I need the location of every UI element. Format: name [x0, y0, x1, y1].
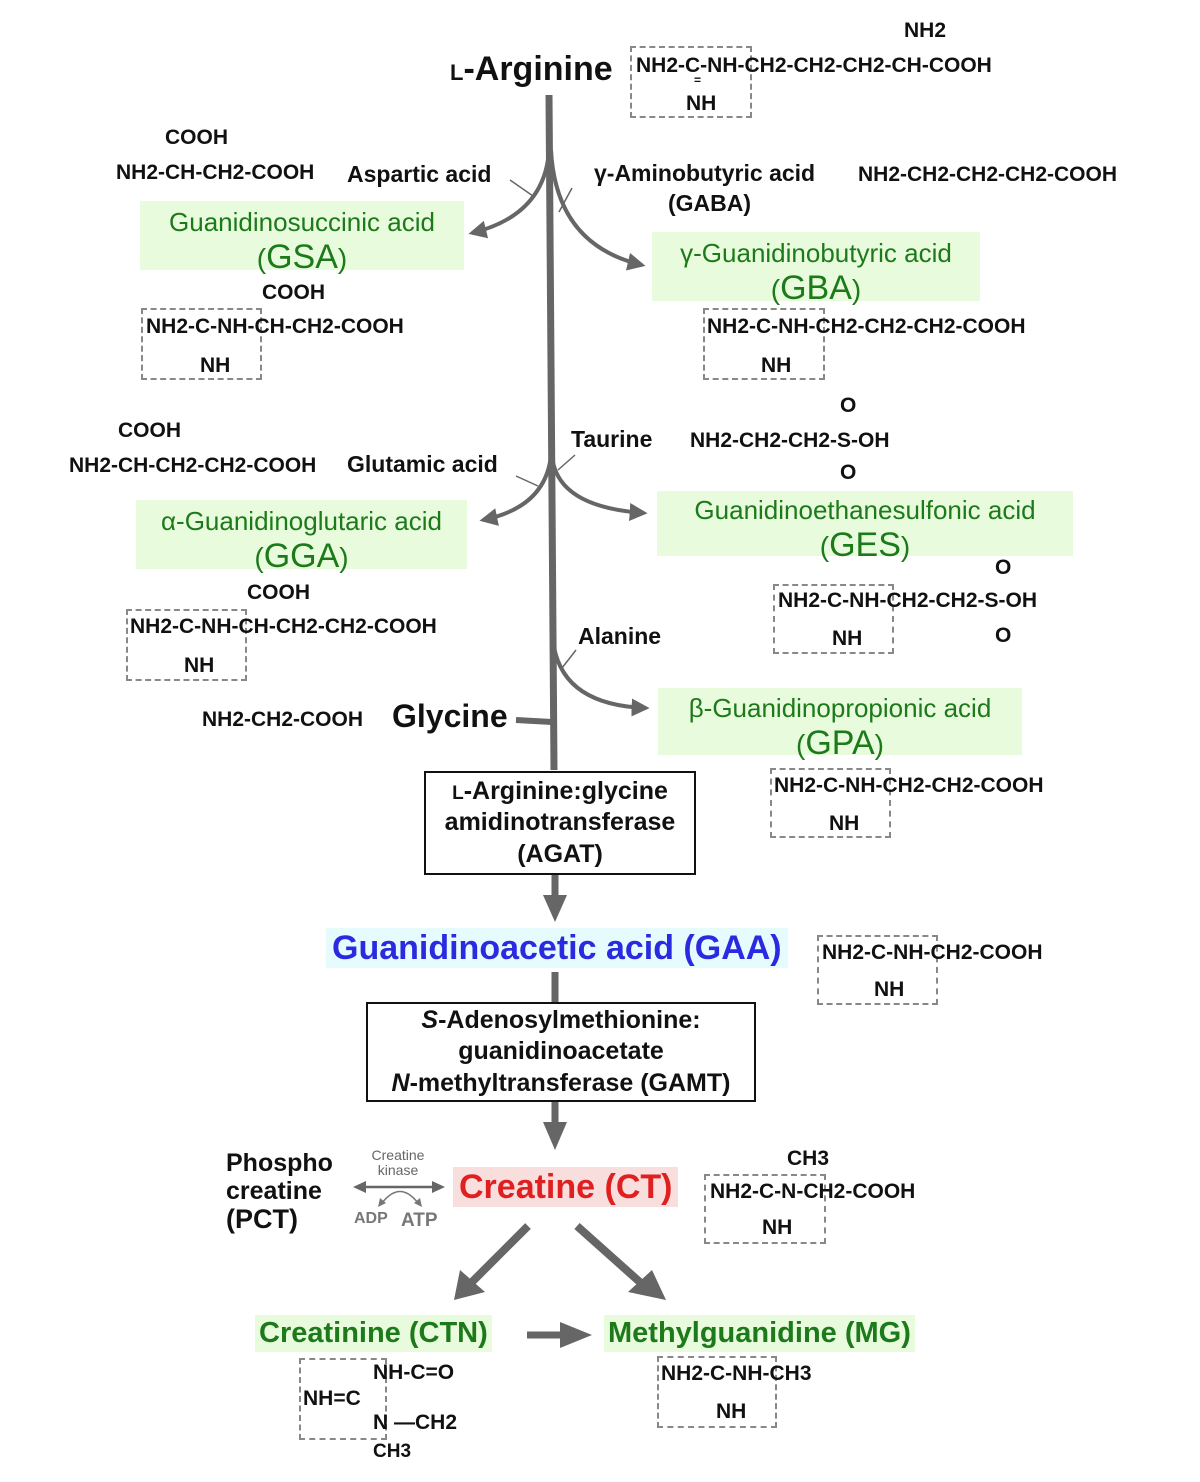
- gpa-guanidino-box: [770, 768, 891, 838]
- gga-guanidino-box: [126, 609, 247, 681]
- gga-imine: NH: [184, 654, 215, 677]
- creatine-label: Creatine (CT): [453, 1167, 679, 1207]
- gsa-structure-top: COOH: [262, 281, 325, 304]
- gaba-label: γ-Aminobutyric acid: [594, 160, 816, 186]
- agat-enzyme-box: L-Arginine:glycine amidinotransferase (A…: [424, 771, 696, 875]
- gaba-abbr: (GABA): [668, 190, 752, 216]
- creatinine-ring-box: [299, 1358, 387, 1440]
- ges-o-bottom: O: [995, 624, 1012, 647]
- alanine-label: Alanine: [578, 623, 662, 649]
- agat-line3: (AGAT): [517, 839, 603, 868]
- branch-gga: [479, 454, 553, 526]
- ges-structure: NH2-C-NH-CH2-CH2-S-OH: [778, 589, 1037, 612]
- gba-imine: NH: [761, 354, 792, 377]
- creatinine-nh-co: NH-C=O: [373, 1361, 455, 1384]
- glycine-label: Glycine: [392, 698, 508, 734]
- atp-label: ATP: [401, 1210, 438, 1231]
- creatinine-imine: NH=C: [303, 1387, 361, 1410]
- arrow-to-methylguanidine: [574, 1223, 645, 1287]
- gsa-guanidino-box: [141, 308, 262, 380]
- taurine-structure: NH2-CH2-CH2-S-OH: [690, 429, 890, 452]
- taurine-o-bottom: O: [840, 461, 857, 484]
- branch-ges: [550, 454, 648, 521]
- taurine-o-top: O: [840, 394, 857, 417]
- glycine-structure: NH2-CH2-COOH: [202, 708, 364, 731]
- agat-line1: L-Arginine:glycine: [452, 777, 668, 806]
- gamt-line1: S-Adenosylmethionine:: [421, 1006, 701, 1035]
- gpa-product: β-Guanidinopropionic acid (GPA): [658, 688, 1022, 762]
- methylguanidine-product: Methylguanidine (MG): [604, 1315, 915, 1352]
- creatine-structure: NH2-C-N-CH2-COOH: [710, 1180, 916, 1203]
- aspartic-structure-top: COOH: [165, 126, 228, 149]
- creatine-methyl: CH3: [787, 1147, 830, 1170]
- ges-guanidino-box: [773, 584, 894, 654]
- branch-gsa: [468, 149, 551, 239]
- phosphocreatine-label: Phospho creatine (PCT): [226, 1149, 333, 1234]
- arginine-imine: NH: [686, 92, 717, 115]
- gba-product: γ-Guanidinobutyric acid (GBA): [652, 232, 980, 307]
- aspartic-structure: NH2-CH-CH2-COOH: [116, 161, 315, 184]
- gaa-imine: NH: [874, 978, 905, 1001]
- glutamic-acid-label: Glutamic acid: [347, 451, 498, 477]
- gba-structure: NH2-C-NH-CH2-CH2-CH2-COOH: [707, 315, 1026, 338]
- taurine-label: Taurine: [571, 426, 653, 452]
- gamt-enzyme-box: S-Adenosylmethionine: guanidinoacetate N…: [366, 1002, 756, 1102]
- mg-imine: NH: [716, 1400, 747, 1423]
- arginine-structure: NH2-C-NH-CH2-CH2-CH2-CH-COOH: [636, 54, 992, 77]
- mg-guanidino-box: [657, 1356, 777, 1428]
- ges-o-top: O: [995, 556, 1012, 579]
- gsa-product: Guanidinosuccinic acid (GSA): [140, 201, 464, 276]
- arginine-guanidino-box: [630, 46, 752, 118]
- ges-product: Guanidinoethanesulfonic acid (GES): [657, 491, 1073, 564]
- gamt-line3: N-methyltransferase (GAMT): [391, 1068, 731, 1097]
- gaa-label: Guanidinoacetic acid (GAA): [326, 928, 788, 968]
- gsa-imine: NH: [200, 354, 231, 377]
- arrow-to-creatinine: [467, 1223, 531, 1287]
- agat-line2: amidinotransferase: [444, 808, 676, 837]
- gaba-structure: NH2-CH2-CH2-CH2-COOH: [858, 163, 1118, 186]
- creatinine-product: Creatinine (CTN): [255, 1315, 492, 1352]
- arginine-bond: =: [694, 73, 702, 87]
- gga-product: α-Guanidinoglutaric acid (GGA): [136, 500, 467, 575]
- arginine-amino: NH2: [904, 19, 947, 42]
- glycine-connector: [515, 717, 553, 725]
- gsa-structure: NH2-C-NH-CH-CH2-COOH: [146, 315, 404, 338]
- gpa-structure: NH2-C-NH-CH2-CH2-COOH: [774, 774, 1044, 797]
- creatine-kinase-label: Creatine kinase: [371, 1147, 425, 1179]
- branch-gpa: [551, 639, 650, 717]
- main-trunk: [545, 94, 558, 771]
- gaa-structure: NH2-C-NH-CH2-COOH: [822, 941, 1043, 964]
- gga-structure: NH2-C-NH-CH-CH2-CH2-COOH: [130, 615, 437, 638]
- gpa-imine: NH: [829, 812, 860, 835]
- arginine-label: L-Arginine: [450, 50, 613, 88]
- creatine-imine: NH: [762, 1216, 793, 1239]
- gba-guanidino-box: [703, 308, 825, 380]
- glutamic-structure: NH2-CH-CH2-CH2-COOH: [69, 454, 317, 477]
- adp-label: ADP: [354, 1210, 388, 1227]
- creatine-guanidino-box: [704, 1174, 826, 1244]
- creatinine-methyl: CH3: [373, 1441, 412, 1462]
- gaa-guanidino-box: [817, 935, 938, 1005]
- aspartic-acid-label: Aspartic acid: [347, 161, 492, 187]
- glutamic-structure-top: COOH: [118, 419, 181, 442]
- branch-gba: [549, 149, 646, 271]
- gga-structure-top: COOH: [247, 581, 310, 604]
- ges-imine: NH: [832, 627, 863, 650]
- mg-structure: NH2-C-NH-CH3: [661, 1362, 812, 1385]
- creatinine-n-ch2: N —CH2: [373, 1411, 458, 1434]
- gamt-line2: guanidinoacetate: [458, 1037, 664, 1066]
